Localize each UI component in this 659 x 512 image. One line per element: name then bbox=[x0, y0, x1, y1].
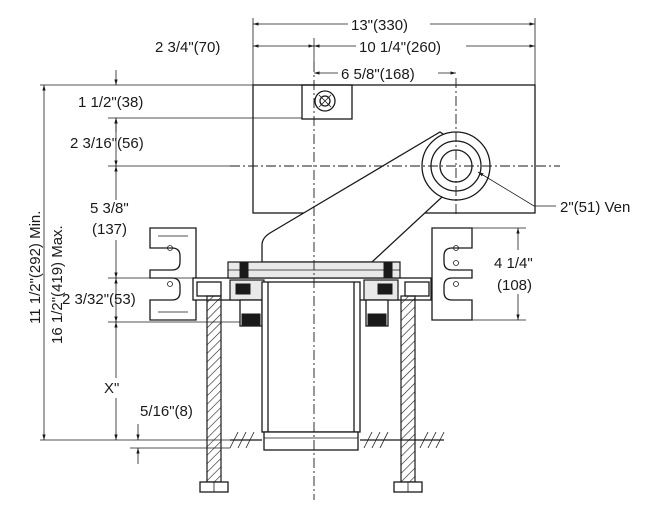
top-flange-label: 1 1/2"(38) bbox=[78, 94, 143, 111]
left-bracket bbox=[149, 227, 197, 321]
floor-sleeve bbox=[261, 281, 361, 451]
bracket-height-label: 5 3/8" bbox=[90, 200, 129, 217]
center-lines bbox=[230, 62, 560, 500]
min-height-label: 11 1/2"(292) Min. bbox=[27, 211, 44, 324]
slot-spacing-label: 4 1/4" bbox=[494, 255, 533, 272]
bracket-height-metric-label: (137) bbox=[92, 221, 127, 238]
floor-offset-label: 5/16"(8) bbox=[140, 403, 193, 420]
dimension-labels: 13"(330) 2 3/4"(70) 10 1/4"(260) 6 5/8"(… bbox=[27, 14, 630, 420]
center-offset-label: 6 5/8"(168) bbox=[341, 66, 415, 83]
x-dimension-label: X" bbox=[104, 380, 119, 397]
offset-left-label: 2 3/4"(70) bbox=[155, 39, 220, 56]
offset-right-label: 10 1/4"(260) bbox=[359, 39, 441, 56]
clamp-assembly-right bbox=[363, 279, 399, 327]
base-offset-label: 2 3/32"(53) bbox=[62, 291, 136, 308]
vent-size-label: 2"(51) Ven bbox=[560, 199, 630, 216]
right-bracket bbox=[431, 227, 473, 321]
floor-line bbox=[229, 431, 445, 449]
clamp-assembly-left bbox=[229, 279, 265, 327]
threaded-rod-left bbox=[199, 295, 229, 493]
vent-height-label: 2 3/16"(56) bbox=[70, 135, 144, 152]
threaded-rod-right bbox=[393, 295, 423, 493]
slot-spacing-metric-label: (108) bbox=[497, 277, 532, 294]
max-height-label: 16 1/2"(419) Max. bbox=[49, 225, 66, 344]
overall-width-label: 13"(330) bbox=[351, 17, 408, 34]
dimension-lines bbox=[40, 18, 556, 464]
